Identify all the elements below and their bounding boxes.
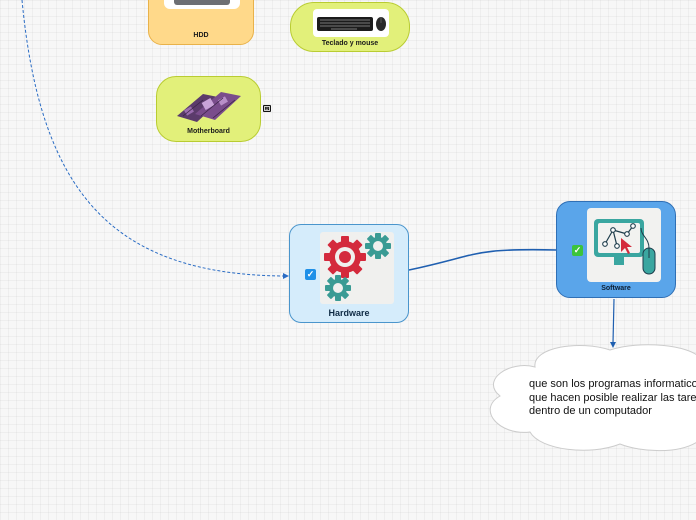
software-note-arrowhead [610, 342, 616, 348]
keyboard-mouse-node[interactable]: Teclado y mouse [290, 2, 410, 52]
computer-network-icon [587, 208, 661, 282]
checkmark-icon[interactable]: ✓ [572, 245, 583, 256]
hdd-label: HDD [193, 32, 209, 39]
hdd-image [164, 0, 240, 9]
software-note-link [612, 298, 615, 344]
checkbox-icon[interactable]: ✓ [305, 269, 316, 280]
software-label: Software [601, 285, 631, 292]
software-description-note: que son los programas informaticos que h… [529, 378, 696, 418]
hardware-software-link [408, 248, 558, 271]
motherboard-image [173, 86, 245, 124]
software-node[interactable]: ✓ Software [556, 201, 676, 298]
keyboard-mouse-label: Teclado y mouse [321, 40, 379, 47]
motherboard-node[interactable]: Motherboard [156, 76, 261, 142]
gears-icon [320, 232, 394, 304]
keyboard-mouse-image [313, 9, 389, 37]
hdd-node[interactable]: HDD [148, 0, 254, 45]
note-icon[interactable] [263, 105, 271, 112]
hardware-label: Hardware [328, 308, 370, 318]
motherboard-label: Motherboard [187, 128, 230, 135]
hardware-node[interactable]: ✓ [289, 224, 409, 323]
